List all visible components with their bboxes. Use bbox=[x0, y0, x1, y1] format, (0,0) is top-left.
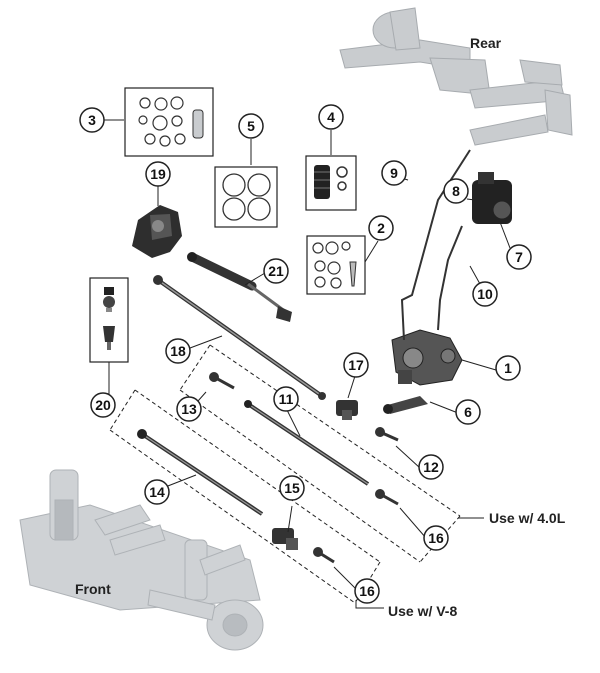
pump-part-8 bbox=[472, 172, 512, 224]
callout-16-40l: 16 bbox=[423, 525, 449, 551]
callout-11: 11 bbox=[273, 386, 299, 412]
steering-gear-part-1 bbox=[391, 329, 463, 386]
tie-rod-part-14 bbox=[137, 429, 264, 516]
callout-5-text: 5 bbox=[247, 118, 255, 134]
callout-8-text: 8 bbox=[452, 183, 460, 199]
callout-17: 17 bbox=[343, 352, 369, 378]
callout-12: 12 bbox=[418, 454, 444, 480]
callout-1-text: 1 bbox=[504, 360, 512, 376]
callout-9: 9 bbox=[381, 160, 407, 186]
callout-15-text: 15 bbox=[284, 480, 300, 496]
callout-8: 8 bbox=[443, 178, 469, 204]
drag-link-part-11 bbox=[244, 400, 370, 486]
pitman-arm-part-6 bbox=[383, 396, 428, 414]
callout-1: 1 bbox=[495, 355, 521, 381]
rear-label: Rear bbox=[470, 35, 502, 51]
seal-kit-part-2 bbox=[306, 235, 366, 295]
callout-10: 10 bbox=[472, 281, 498, 307]
callout-14: 14 bbox=[144, 479, 170, 505]
callout-18-text: 18 bbox=[170, 343, 186, 359]
callout-21-text: 21 bbox=[268, 263, 284, 279]
front-label: Front bbox=[75, 581, 111, 597]
callout-12-text: 12 bbox=[423, 459, 439, 475]
callout-4-text: 4 bbox=[327, 109, 335, 125]
tie-rod-part-18 bbox=[153, 275, 326, 400]
tie-rod-end-part-12 bbox=[375, 427, 399, 442]
callout-13: 13 bbox=[176, 396, 202, 422]
callout-9-text: 9 bbox=[390, 165, 398, 181]
tie-rod-end-part-13 bbox=[209, 372, 235, 390]
return-hose-part-10 bbox=[437, 225, 463, 331]
ball-joint-part-20 bbox=[89, 277, 129, 363]
tie-rod-end-part-16-40l bbox=[375, 489, 399, 506]
callout-19: 19 bbox=[145, 161, 171, 187]
callout-2: 2 bbox=[368, 215, 394, 241]
callout-10-text: 10 bbox=[477, 286, 493, 302]
callout-20: 20 bbox=[90, 392, 116, 418]
callout-3: 3 bbox=[79, 107, 105, 133]
callout-14-text: 14 bbox=[149, 484, 165, 500]
callout-21: 21 bbox=[263, 258, 289, 284]
seal-kit-part-3 bbox=[124, 87, 214, 157]
tie-rod-end-part-16-v8 bbox=[313, 547, 335, 564]
callout-18: 18 bbox=[165, 338, 191, 364]
callout-16-v8-text: 16 bbox=[359, 583, 375, 599]
clamp-part-15 bbox=[272, 528, 298, 550]
callout-16-v8: 16 bbox=[354, 578, 380, 604]
callout-6: 6 bbox=[455, 399, 481, 425]
callout-20-text: 20 bbox=[95, 397, 111, 413]
callout-4: 4 bbox=[318, 104, 344, 130]
callout-17-text: 17 bbox=[348, 357, 364, 373]
callout-6-text: 6 bbox=[464, 404, 472, 420]
callout-19-text: 19 bbox=[150, 166, 166, 182]
callout-16-40l-text: 16 bbox=[428, 530, 444, 546]
front-axle-ghost bbox=[19, 469, 264, 651]
callout-15: 15 bbox=[279, 475, 305, 501]
use-v8-label: Use w/ V-8 bbox=[388, 603, 457, 619]
callout-2-text: 2 bbox=[377, 220, 385, 236]
callout-3-text: 3 bbox=[88, 112, 96, 128]
damper-part-21 bbox=[187, 252, 292, 322]
callout-7-text: 7 bbox=[515, 249, 523, 265]
callout-13-text: 13 bbox=[181, 401, 197, 417]
callout-7: 7 bbox=[506, 244, 532, 270]
callout-11-text: 11 bbox=[279, 391, 294, 407]
callout-5: 5 bbox=[238, 113, 264, 139]
pressure-hose-part-9 bbox=[400, 149, 471, 341]
adjuster-clamp-part-17 bbox=[336, 400, 358, 420]
rear-axle-ghost bbox=[339, 7, 573, 146]
boot-seal-part-4 bbox=[305, 155, 357, 211]
knuckle-part-19 bbox=[132, 205, 182, 258]
use-40l-label: Use w/ 4.0L bbox=[489, 510, 566, 526]
o-ring-set-part-5 bbox=[214, 166, 278, 228]
